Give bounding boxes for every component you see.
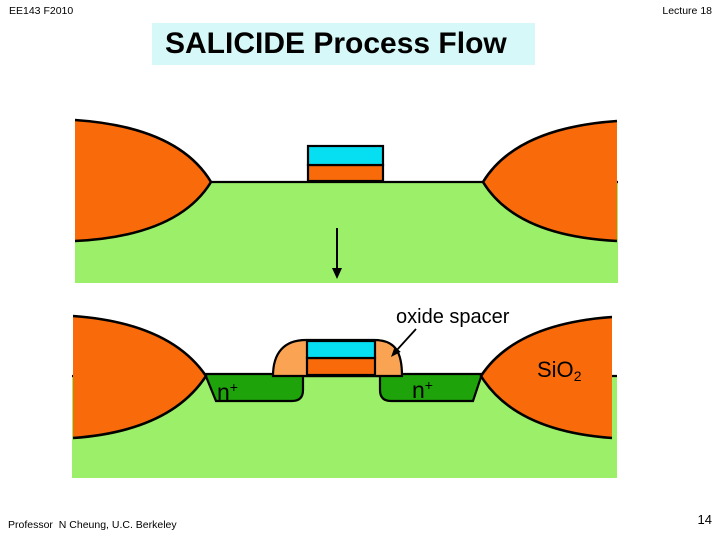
gate-poly-bottom xyxy=(305,356,377,377)
gate-cap-top xyxy=(306,144,385,167)
sio2-label: SiO2 xyxy=(537,357,582,384)
nplus-left-superscript: + xyxy=(229,379,238,395)
nplus-left-base: n xyxy=(217,379,230,405)
gate-cap-bottom xyxy=(305,339,377,360)
nplus-region-left xyxy=(203,372,305,403)
oxide-spacer-pointer-icon xyxy=(391,328,417,357)
oxide-spacer-pointer-shaft xyxy=(395,328,417,352)
process-step-arrow-icon xyxy=(332,228,342,279)
lecture-number: Lecture 18 xyxy=(662,5,712,17)
cross-section-before xyxy=(74,118,618,283)
field-oxide-right-top-outline xyxy=(481,119,618,243)
sio2-label-base: SiO xyxy=(537,357,574,382)
nplus-right-base: n xyxy=(412,377,425,403)
cross-section-after xyxy=(72,314,617,478)
process-arrow-head xyxy=(332,268,342,279)
course-code: EE143 F2010 xyxy=(9,5,74,17)
sio2-label-subscript: 2 xyxy=(573,368,582,384)
footer-author: Professor N Cheung, U.C. Berkeley xyxy=(8,519,177,531)
gate-poly-top xyxy=(306,163,385,183)
slide-title: SALICIDE Process Flow xyxy=(152,23,535,65)
field-oxide-right-bottom xyxy=(481,317,612,438)
field-oxide-left-top xyxy=(75,120,211,241)
nplus-label-right: n+ xyxy=(412,378,433,402)
field-oxide-right-top xyxy=(483,121,617,241)
nplus-region-right xyxy=(378,372,484,403)
oxide-spacer-pointer-head xyxy=(391,346,401,357)
nplus-label-left: n+ xyxy=(217,380,238,404)
page-number: 14 xyxy=(697,512,712,527)
field-oxide-left-top-outline xyxy=(74,118,213,243)
field-oxide-right-bottom-outline xyxy=(479,315,613,440)
oxide-spacer-label: oxide spacer xyxy=(396,306,510,328)
nplus-right-superscript: + xyxy=(424,377,433,393)
field-oxide-left-bottom-outline xyxy=(72,314,208,440)
